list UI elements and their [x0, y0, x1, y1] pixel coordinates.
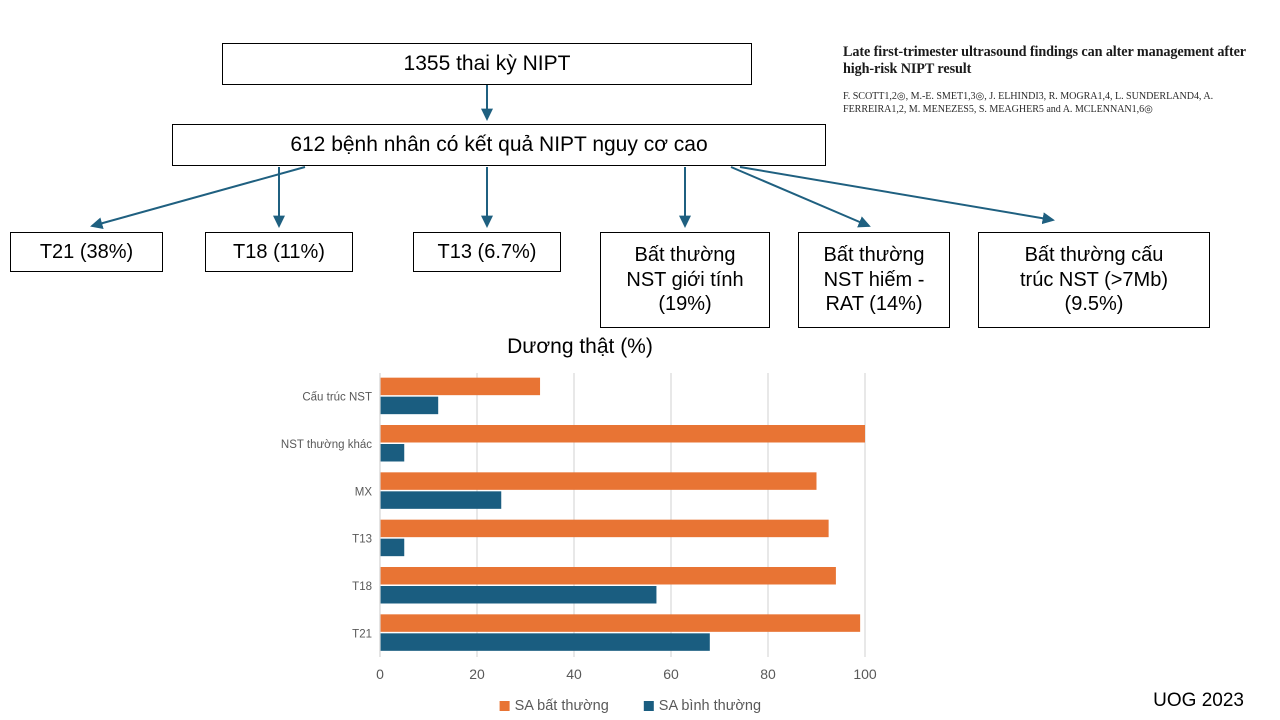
flowchart: 1355 thai kỳ NIPT 612 bệnh nhân có kết q…: [0, 0, 1210, 340]
category-label: NST thường khác: [281, 439, 372, 451]
category-label: MX: [355, 486, 373, 498]
flow-leaf-t18: T18 (11%): [205, 232, 353, 272]
footer-credit: UOG 2023: [1153, 690, 1244, 711]
bar: [380, 491, 502, 509]
legend-swatch: [499, 701, 510, 711]
x-tick-label: 40: [566, 666, 582, 682]
bar: [380, 472, 817, 490]
true-positive-bar-chart: Dương thật (%) Cấu trúc NST NST thường kh…: [230, 335, 930, 720]
x-tick-label: 80: [760, 666, 776, 682]
bar: [380, 444, 405, 462]
paper-authors: F. SCOTT1,2◎, M.-E. SMET1,3◎, J. ELHINDI…: [843, 90, 1214, 116]
paper-title: Late first-trimester ultrasound findings…: [843, 44, 1246, 78]
bar: [380, 396, 439, 415]
legend-label: SA bất thường: [515, 698, 609, 714]
x-tick-label: 100: [853, 666, 877, 682]
flow-node-total-nipt: 1355 thai kỳ NIPT: [222, 43, 752, 85]
flow-node-high-risk: 612 bệnh nhân có kết quả NIPT nguy cơ ca…: [172, 124, 826, 166]
bar: [380, 538, 405, 557]
bar: [380, 633, 710, 651]
category-label: T13: [352, 534, 372, 546]
chart-title: Dương thật (%): [507, 335, 653, 358]
x-tick-label: 60: [663, 666, 679, 682]
legend-label: SA bình thường: [659, 698, 761, 714]
paper-citation: Late first-trimester ultrasound findings…: [843, 44, 1277, 116]
bar: [380, 519, 829, 538]
chart-legend: SA bất thường SA bình thường: [499, 698, 761, 714]
x-tick-label: 20: [469, 666, 485, 682]
bar: [380, 614, 861, 632]
legend-swatch: [643, 701, 654, 711]
bar: [380, 586, 657, 604]
bar: [380, 567, 836, 585]
category-label: T21: [352, 628, 372, 640]
category-label: T18: [352, 581, 372, 593]
chart-bars: [380, 377, 865, 651]
category-label: Cấu trúc NST: [302, 392, 372, 404]
chart-x-tick-labels: 0 20 40 60 80 100: [376, 666, 877, 682]
flow-leaf-t13: T13 (6.7%): [413, 232, 561, 272]
flow-leaf-t21: T21 (38%): [10, 232, 163, 272]
bar: [380, 425, 865, 443]
x-tick-label: 0: [376, 666, 384, 682]
bar: [380, 377, 541, 396]
